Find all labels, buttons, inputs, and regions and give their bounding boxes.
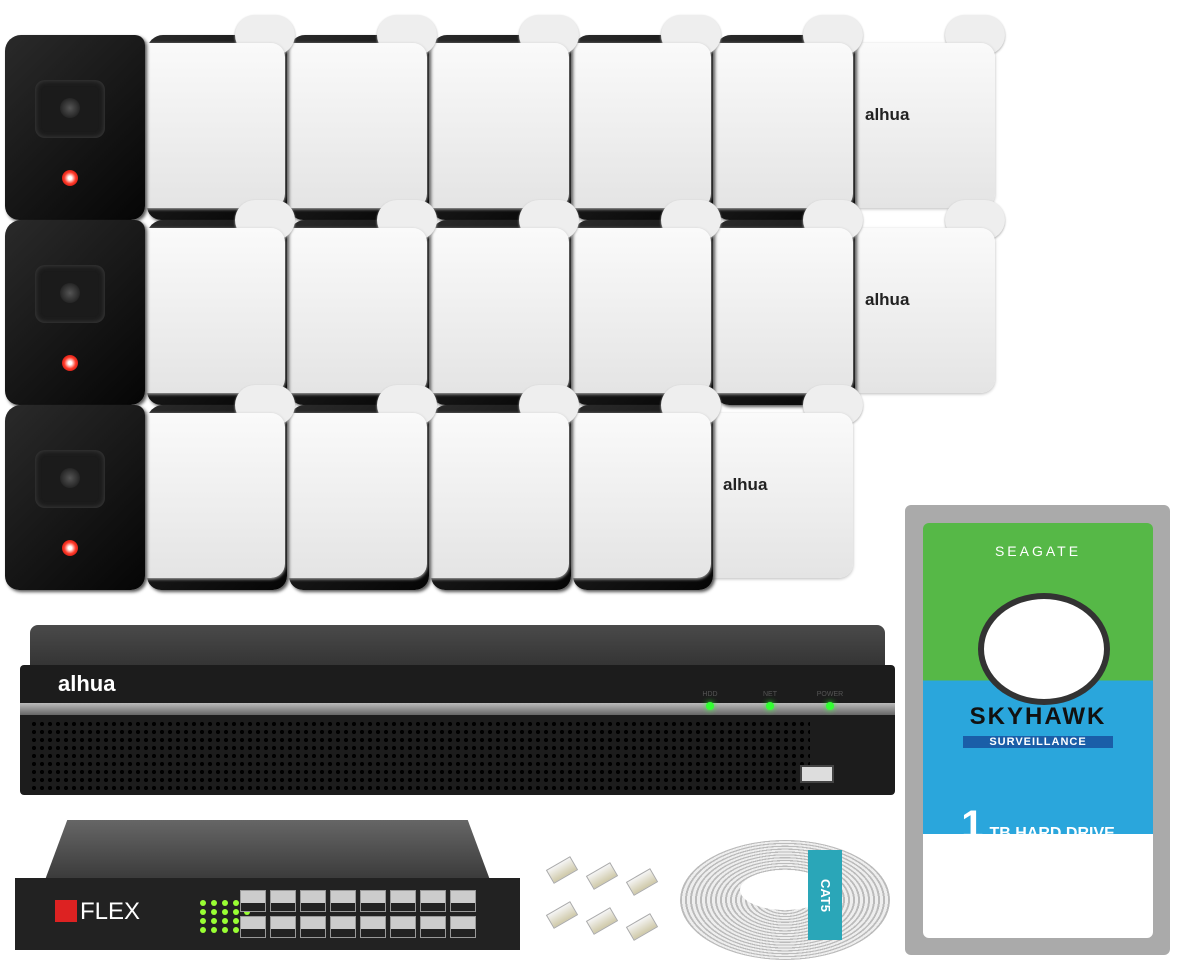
switch-port bbox=[360, 916, 386, 938]
switch-port bbox=[390, 890, 416, 912]
switch-port bbox=[300, 916, 326, 938]
switch-led bbox=[233, 909, 239, 915]
nvr-indicator-net: NET bbox=[755, 691, 785, 710]
switch-port bbox=[270, 916, 296, 938]
lens-icon bbox=[35, 450, 105, 508]
switch-ports bbox=[240, 890, 476, 938]
warm-light-icon bbox=[62, 170, 78, 186]
cable-label: CAT5 bbox=[808, 850, 842, 940]
rj45-connector bbox=[625, 913, 659, 941]
camera-brand: alhua bbox=[723, 475, 768, 494]
warm-light-icon bbox=[62, 540, 78, 556]
nvr-indicator-hdd: HDD bbox=[695, 691, 725, 710]
switch-led bbox=[211, 909, 217, 915]
switch-led bbox=[200, 909, 206, 915]
switch-led bbox=[222, 927, 228, 933]
switch-port bbox=[390, 916, 416, 938]
switch-port bbox=[420, 890, 446, 912]
camera-brand: alhua bbox=[865, 290, 910, 309]
cable-coil: CAT5 bbox=[680, 840, 890, 960]
switch-port bbox=[240, 916, 266, 938]
switch-led bbox=[211, 900, 217, 906]
switch-port bbox=[450, 916, 476, 938]
switch-port bbox=[300, 890, 326, 912]
camera bbox=[5, 200, 295, 410]
switch-led bbox=[200, 900, 206, 906]
switch-led bbox=[222, 909, 228, 915]
flex-logo-icon bbox=[55, 900, 77, 922]
switch-led bbox=[211, 918, 217, 924]
skyhawk-logo-icon bbox=[978, 593, 1110, 705]
switch-brand: FLEX bbox=[55, 898, 140, 926]
switch-port bbox=[240, 890, 266, 912]
switch-led bbox=[222, 900, 228, 906]
switch-led bbox=[233, 927, 239, 933]
switch-led bbox=[244, 909, 250, 915]
rj45-connector bbox=[585, 907, 619, 935]
hdd-line: SURVEILLANCE bbox=[963, 736, 1113, 748]
switch-port bbox=[420, 916, 446, 938]
nvr-brand: alhua bbox=[58, 671, 116, 696]
lens-icon bbox=[35, 265, 105, 323]
switch-port bbox=[330, 890, 356, 912]
nvr-indicator-power: POWER bbox=[815, 691, 845, 710]
poe-switch: FLEX bbox=[15, 820, 520, 965]
camera bbox=[5, 15, 295, 225]
switch-led bbox=[233, 900, 239, 906]
hdd-product: SKYHAWK bbox=[969, 703, 1107, 730]
warm-light-icon bbox=[62, 355, 78, 371]
switch-led bbox=[200, 918, 206, 924]
switch-port bbox=[270, 890, 296, 912]
switch-led bbox=[200, 927, 206, 933]
rj45-connector bbox=[625, 868, 659, 896]
hdd-brand: SEAGATE bbox=[994, 543, 1082, 559]
camera-brand: alhua bbox=[865, 105, 910, 124]
switch-led bbox=[211, 927, 217, 933]
switch-led bbox=[233, 918, 239, 924]
switch-port bbox=[330, 916, 356, 938]
camera bbox=[5, 385, 295, 595]
switch-port bbox=[450, 890, 476, 912]
rj45-connector bbox=[545, 856, 579, 884]
nvr-recorder: alhua HDD NET POWER bbox=[20, 625, 895, 795]
rj45-connector bbox=[585, 862, 619, 890]
rj45-connector bbox=[545, 901, 579, 929]
switch-led bbox=[222, 918, 228, 924]
lens-icon bbox=[35, 80, 105, 138]
usb-port bbox=[800, 765, 834, 783]
switch-port bbox=[360, 890, 386, 912]
